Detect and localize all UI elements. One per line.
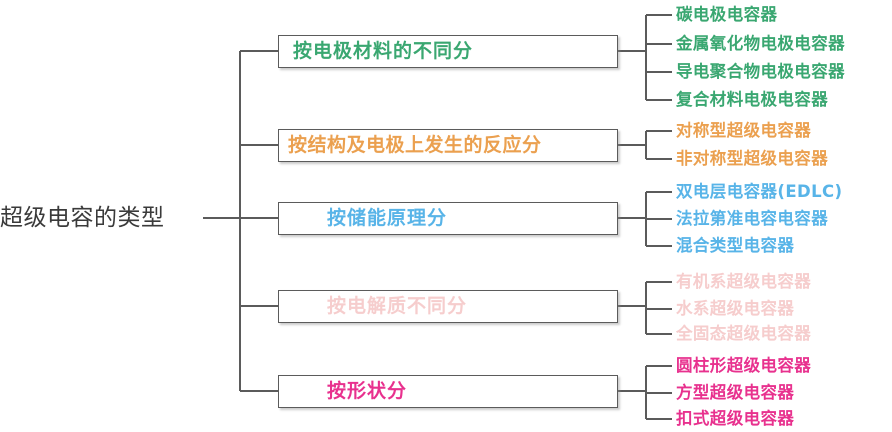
branch-label-structure-reaction: 按结构及电极上发生的反应分 (288, 134, 542, 156)
branch-label-shape: 按形状分 (327, 380, 408, 402)
branch-box-shape[interactable]: 按形状分 (278, 374, 618, 408)
branch-label-electrolyte: 按电解质不同分 (327, 295, 468, 317)
leaf-label: 方型超级电容器 (676, 383, 795, 402)
leaf-label: 复合材料电极电容器 (676, 90, 829, 109)
leaf-label: 有机系超级电容器 (676, 272, 812, 291)
leaf-label: 非对称型超级电容器 (676, 149, 829, 168)
root-node-label: 超级电容的类型 (0, 205, 165, 231)
leaf-label: 双电层电容器(EDLC) (676, 182, 843, 201)
leaf-label: 对称型超级电容器 (676, 121, 812, 140)
leaf-label: 混合类型电容器 (676, 236, 795, 255)
leaf-label: 水系超级电容器 (676, 299, 795, 318)
branch-label-energy-storage-principle: 按储能原理分 (327, 207, 448, 229)
leaf-label: 法拉第准电容电容器 (676, 209, 829, 228)
leaf-label: 扣式超级电容器 (676, 409, 795, 428)
branch-box-electrode-material[interactable]: 按电极材料的不同分 (278, 34, 618, 68)
branch-box-structure-reaction[interactable]: 按结构及电极上发生的反应分 (278, 128, 618, 162)
branch-box-electrolyte[interactable]: 按电解质不同分 (278, 289, 618, 323)
leaf-label: 圆柱形超级电容器 (676, 356, 812, 375)
branch-label-electrode-material: 按电极材料的不同分 (293, 40, 474, 62)
leaf-label: 全固态超级电容器 (676, 324, 812, 343)
leaf-label: 导电聚合物电极电容器 (676, 62, 845, 81)
leaf-label: 金属氧化物电极电容器 (676, 34, 845, 53)
branch-box-energy-storage-principle[interactable]: 按储能原理分 (278, 201, 618, 235)
leaf-label: 碳电极电容器 (676, 5, 778, 24)
